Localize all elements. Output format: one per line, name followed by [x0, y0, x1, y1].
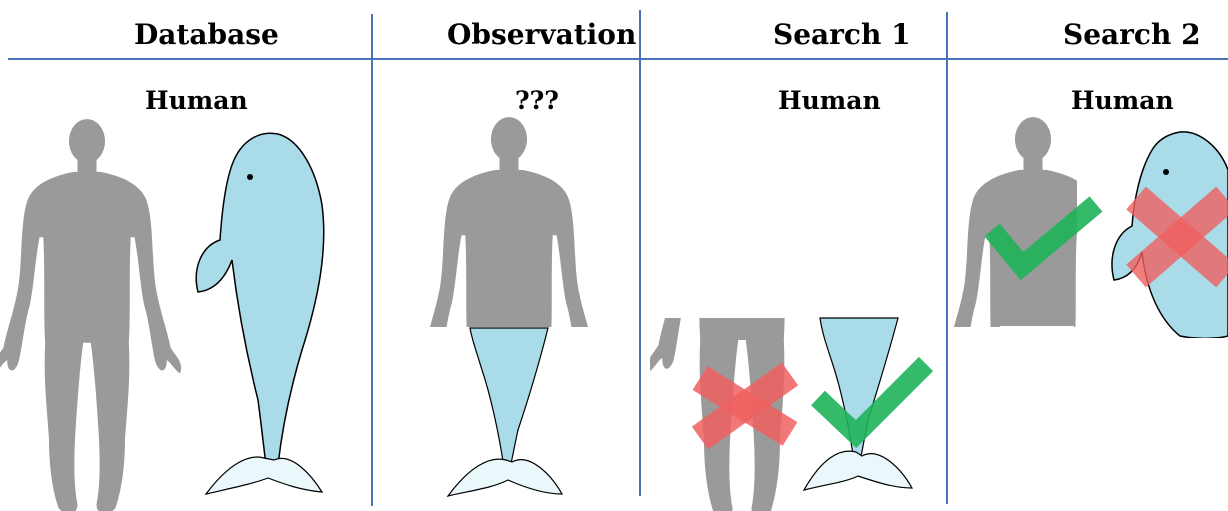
search2-human-torso: [939, 117, 1127, 511]
database-whale: [196, 133, 324, 494]
database-human-silhouette: [0, 119, 181, 511]
observation-chimera: [415, 117, 603, 511]
search1-human-legs: [648, 107, 836, 511]
search2-mask: [1000, 326, 1074, 380]
